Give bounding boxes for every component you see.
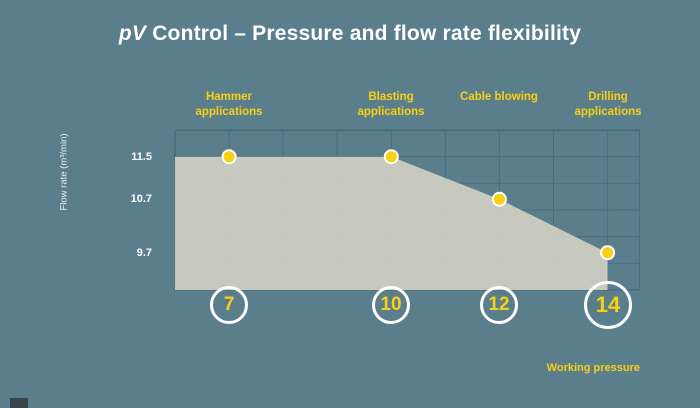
y-axis-title: Flow rate (m³/min) — [58, 133, 70, 211]
data-point-marker — [491, 191, 507, 207]
category-label-cable: Cable blowing — [460, 91, 538, 103]
y-tick-label: 10.7 — [130, 193, 152, 205]
data-point-marker — [383, 149, 399, 165]
chart-title-rest: Control – Pressure and flow rate flexibi… — [146, 22, 582, 45]
y-tick-label: 9.7 — [136, 247, 152, 259]
y-tick-label: 11.5 — [131, 151, 152, 163]
corner-mark — [10, 398, 28, 408]
chart-title: pV Control – Pressure and flow rate flex… — [0, 22, 700, 46]
category-label-drilling: Drilling applications — [574, 91, 642, 118]
x-axis-circle-14: 14 — [584, 281, 632, 329]
data-point-marker — [600, 245, 616, 261]
plot-area — [174, 129, 640, 291]
x-axis-circle-10: 10 — [372, 286, 410, 324]
x-axis-value: 14 — [595, 292, 621, 317]
x-axis-value: 10 — [380, 294, 402, 315]
x-axis-circle-7: 7 — [210, 286, 248, 324]
data-point-marker — [221, 149, 237, 165]
x-axis-value: 12 — [488, 294, 510, 315]
x-axis-title: Working pressure — [546, 362, 640, 374]
category-label-blasting: Blasting applications — [357, 91, 425, 118]
chart-title-italic: pV — [118, 22, 147, 45]
x-axis-circle-12: 12 — [480, 286, 518, 324]
flow-rate-area — [175, 156, 608, 290]
x-axis-value: 7 — [223, 294, 235, 315]
category-label-hammer: Hammer applications — [195, 91, 263, 118]
area-chart-svg — [174, 129, 640, 291]
